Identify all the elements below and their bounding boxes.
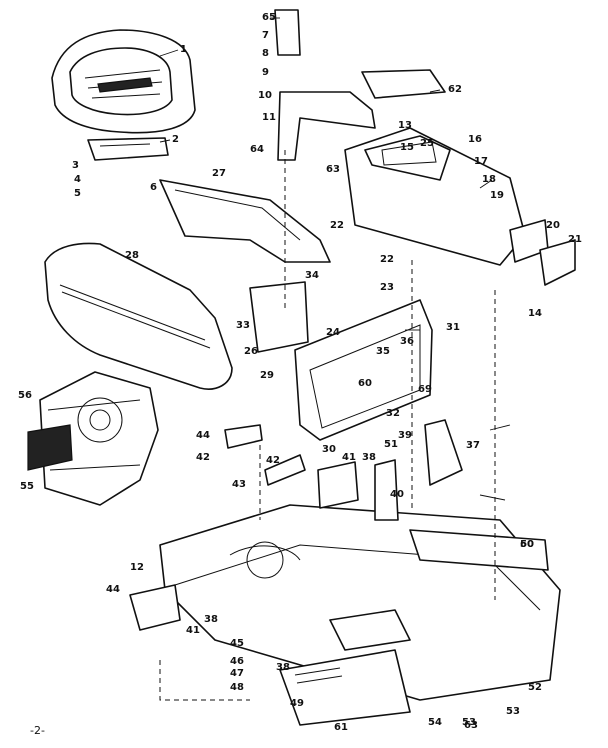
hood-cover <box>44 242 233 390</box>
callout-63a: 63 <box>326 164 340 175</box>
callout-4: 4 <box>74 174 81 185</box>
callout-26: 26 <box>244 346 258 357</box>
callout-51: 51 <box>384 439 398 450</box>
callout-54: 54 <box>428 717 442 728</box>
callout-6: 6 <box>150 182 157 193</box>
callout-11: 11 <box>262 112 276 123</box>
callout-62: 62 <box>448 84 462 95</box>
seat <box>51 29 196 134</box>
callout-60b: 60 <box>520 539 534 550</box>
callout-1: 1 <box>180 44 187 55</box>
callout-56: 56 <box>18 390 32 401</box>
callout-41b: 41 <box>186 625 200 636</box>
callout-44a: 44 <box>196 430 210 441</box>
callout-53b: 53 <box>506 706 520 717</box>
callout-47: 47 <box>230 668 244 679</box>
seat-bracket <box>87 137 169 161</box>
callout-15: 15 <box>400 142 414 153</box>
callout-42a: 42 <box>196 452 210 463</box>
brackets-and-links <box>129 9 463 631</box>
callout-49: 49 <box>290 698 304 709</box>
callout-9: 9 <box>262 67 269 78</box>
callout-23: 23 <box>380 282 394 293</box>
callout-35: 35 <box>376 346 390 357</box>
callout-48: 48 <box>230 682 244 693</box>
callout-31: 31 <box>446 322 460 333</box>
callout-14: 14 <box>528 308 542 319</box>
callout-42b: 42 <box>266 455 280 466</box>
callout-65: 65 <box>262 12 276 23</box>
callout-20: 20 <box>546 220 560 231</box>
dashed-guide-lines <box>159 150 496 701</box>
callout-41a: 41 <box>342 452 356 463</box>
callout-52: 52 <box>528 682 542 693</box>
callout-55: 55 <box>20 481 34 492</box>
callout-39: 39 <box>398 430 412 441</box>
callout-60a: 60 <box>358 378 372 389</box>
callout-8: 8 <box>262 48 269 59</box>
callout-64: 64 <box>250 144 264 155</box>
callout-69: 69 <box>418 384 432 395</box>
callout-34: 34 <box>305 270 319 281</box>
side-plates <box>509 219 576 286</box>
page-number: -2- <box>30 724 45 737</box>
seat-pan <box>159 179 331 263</box>
callout-44b: 44 <box>106 584 120 595</box>
callout-30: 30 <box>322 444 336 455</box>
engine <box>27 371 159 506</box>
callout-3: 3 <box>72 160 79 171</box>
callout-28: 28 <box>125 250 139 261</box>
callout-12: 12 <box>130 562 144 573</box>
callout-16: 16 <box>468 134 482 145</box>
callout-45: 45 <box>230 638 244 649</box>
callout-13: 13 <box>398 120 412 131</box>
dash-panel <box>249 281 433 441</box>
callout-17: 17 <box>474 156 488 167</box>
callout-50: 50 <box>520 539 534 550</box>
callout-33: 33 <box>236 320 250 331</box>
callout-25: 25 <box>420 138 434 149</box>
callout-19: 19 <box>490 190 504 201</box>
callout-36: 36 <box>400 336 414 347</box>
callout-37: 37 <box>466 440 480 451</box>
callout-27: 27 <box>212 168 226 179</box>
callout-43: 43 <box>232 479 246 490</box>
callout-22a: 22 <box>330 220 344 231</box>
frame-chassis <box>159 504 561 701</box>
callout-labels: 1 2 3 4 5 6 7 8 9 10 11 12 13 14 15 16 1… <box>18 12 582 737</box>
callout-21: 21 <box>568 234 582 245</box>
callout-18: 18 <box>482 174 496 185</box>
callout-22b: 22 <box>380 254 394 265</box>
callout-5: 5 <box>74 188 81 199</box>
seat-support <box>277 91 376 161</box>
callout-24: 24 <box>326 327 340 338</box>
callout-10: 10 <box>258 90 272 101</box>
callout-63b: 63 <box>464 720 478 731</box>
callout-46: 46 <box>230 656 244 667</box>
callout-29: 29 <box>260 370 274 381</box>
callout-38b: 38 <box>204 614 218 625</box>
callout-40: 40 <box>390 489 404 500</box>
leader-lines <box>159 17 511 501</box>
callout-53a: 53 <box>462 717 476 728</box>
callout-38a: 38 <box>362 452 376 463</box>
callout-38c: 38 <box>276 662 290 673</box>
callout-7: 7 <box>262 30 269 41</box>
callout-61: 61 <box>334 722 348 733</box>
foot-pad <box>279 649 411 726</box>
callout-2: 2 <box>172 134 179 145</box>
fender-console <box>344 69 526 266</box>
callout-32: 32 <box>386 408 400 419</box>
